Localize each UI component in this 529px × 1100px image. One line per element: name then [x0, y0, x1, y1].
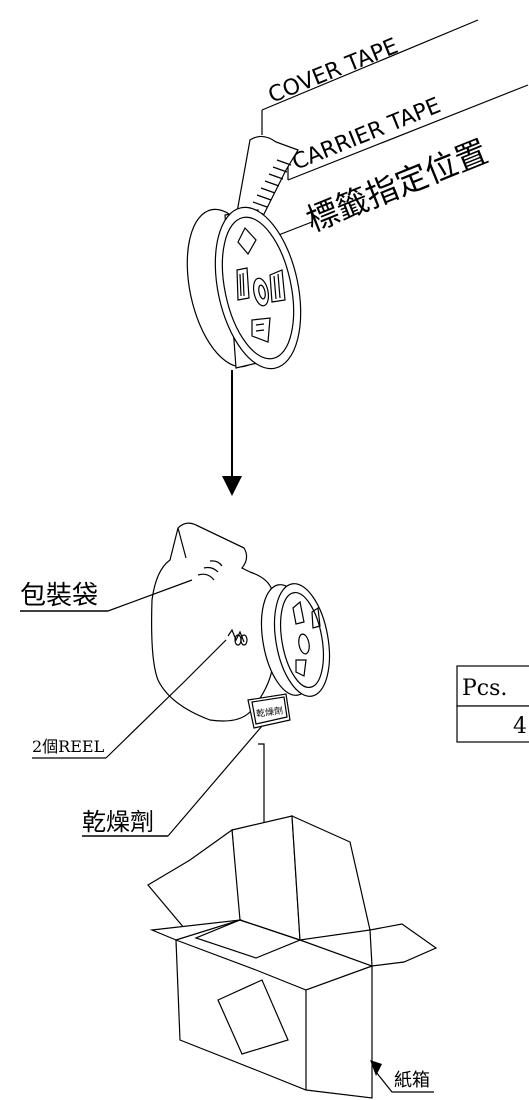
cover-tape-label: COVER TAPE	[265, 34, 402, 109]
bag-creases	[197, 560, 223, 581]
pcs-table: Pcs. 4	[456, 665, 529, 743]
reel-center-hole	[252, 277, 270, 307]
desiccant-pack-text: 乾燥劑	[255, 704, 283, 719]
carton-side-flap	[369, 923, 438, 967]
reel-window-right	[269, 269, 286, 303]
carton-left-flap	[147, 828, 241, 936]
bag-label: 包裝袋	[20, 581, 98, 611]
bag-leader	[107, 579, 193, 612]
carton-arrow-icon	[370, 1060, 382, 1076]
down-arrow-icon	[222, 370, 242, 496]
desiccant-label: 乾燥劑	[82, 808, 154, 836]
carton-label-window	[217, 979, 289, 1055]
reels-label: 2個REEL	[32, 737, 105, 756]
cover-tape-guideline	[261, 19, 479, 111]
carrier-tape-guideline	[287, 84, 529, 181]
bag-reel-marks	[227, 628, 245, 643]
reel-window-left	[236, 267, 250, 301]
packing-bag	[151, 522, 273, 722]
carton-assembly: 紙箱	[147, 743, 438, 1099]
desiccant-leader	[167, 725, 263, 837]
insert-guide-line	[258, 743, 265, 860]
pcs-table-header-cell	[456, 665, 529, 707]
pcs-table-value-cell	[456, 705, 529, 743]
pcs-table-value: 4	[513, 714, 527, 739]
desiccant-pack	[247, 693, 291, 729]
carton-opening	[194, 919, 302, 959]
reel-assembly: COVER TAPE CARRIER TAPE 標籤指定位置	[186, 19, 529, 370]
reel-label-diamond	[237, 226, 257, 256]
reels-leader	[105, 639, 227, 759]
carton-label: 紙箱	[394, 1070, 430, 1091]
pcs-table-header: Pcs.	[462, 676, 507, 701]
reel-window-bottom	[251, 317, 271, 343]
carton-right-flap	[291, 815, 371, 941]
carton-leader	[375, 1071, 434, 1093]
bag-assembly: 包裝袋 2個REEL 乾燥劑 乾燥劑	[20, 522, 331, 837]
